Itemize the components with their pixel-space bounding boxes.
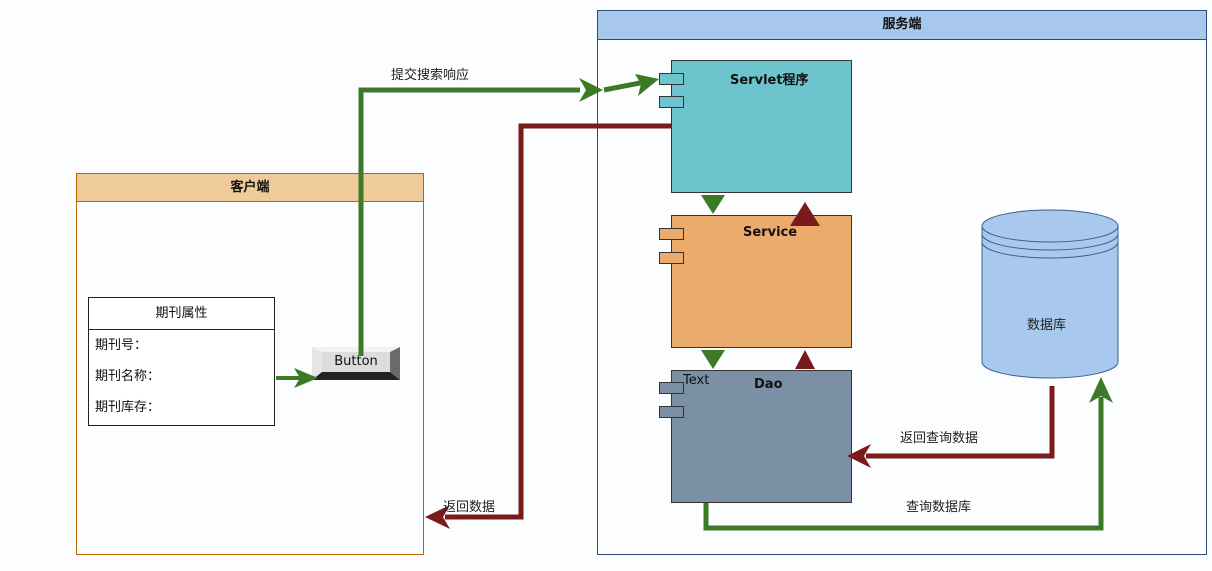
component-port <box>659 382 684 394</box>
return-query-data-label: 返回查询数据 <box>900 431 979 446</box>
arrow-submit-entry <box>603 74 659 96</box>
search-button[interactable]: Button <box>312 347 400 380</box>
component-port <box>659 228 684 240</box>
arrow-submit-to-servlet <box>358 78 603 356</box>
dao-extra-text: Text <box>683 373 710 388</box>
arrow-service-to-servlet <box>790 202 820 226</box>
arrow-dao-to-db <box>703 377 1113 531</box>
database-cylinder <box>981 209 1119 379</box>
database-label: 数据库 <box>1027 318 1067 333</box>
arrow-service-to-dao <box>701 350 725 369</box>
client-title: 客户端 <box>77 174 423 202</box>
arrow-db-to-dao <box>847 386 1055 468</box>
button-bevel <box>312 347 400 380</box>
query-db-label: 查询数据库 <box>906 500 972 515</box>
component-port <box>659 406 684 418</box>
servlet-component: Servlet程序 <box>659 60 852 193</box>
field-journal-stock: 期刊库存： <box>95 400 161 415</box>
arrow-return-to-client <box>425 123 671 529</box>
arrow-dao-to-service <box>795 350 815 369</box>
submit-label: 提交搜索响应 <box>391 68 470 83</box>
service-component: Service <box>659 215 852 348</box>
field-journal-name: 期刊名称： <box>95 369 161 384</box>
component-port <box>659 252 684 264</box>
component-port <box>659 73 684 85</box>
dao-label: Dao <box>754 377 783 392</box>
service-label: Service <box>743 225 798 240</box>
arrow-servlet-to-service <box>701 195 725 214</box>
dao-component: Text Dao <box>659 370 852 503</box>
class-title: 期刊属性 <box>89 298 274 330</box>
field-journal-number: 期刊号： <box>95 338 148 353</box>
journal-attributes-class: 期刊属性 期刊号： 期刊名称： 期刊库存： <box>88 297 275 426</box>
server-title: 服务端 <box>598 11 1206 40</box>
component-port <box>659 96 684 108</box>
servlet-label: Servlet程序 <box>730 73 809 88</box>
button-label: Button <box>334 354 378 369</box>
return-data-label: 返回数据 <box>443 500 496 515</box>
arrow-class-to-button <box>276 368 318 388</box>
